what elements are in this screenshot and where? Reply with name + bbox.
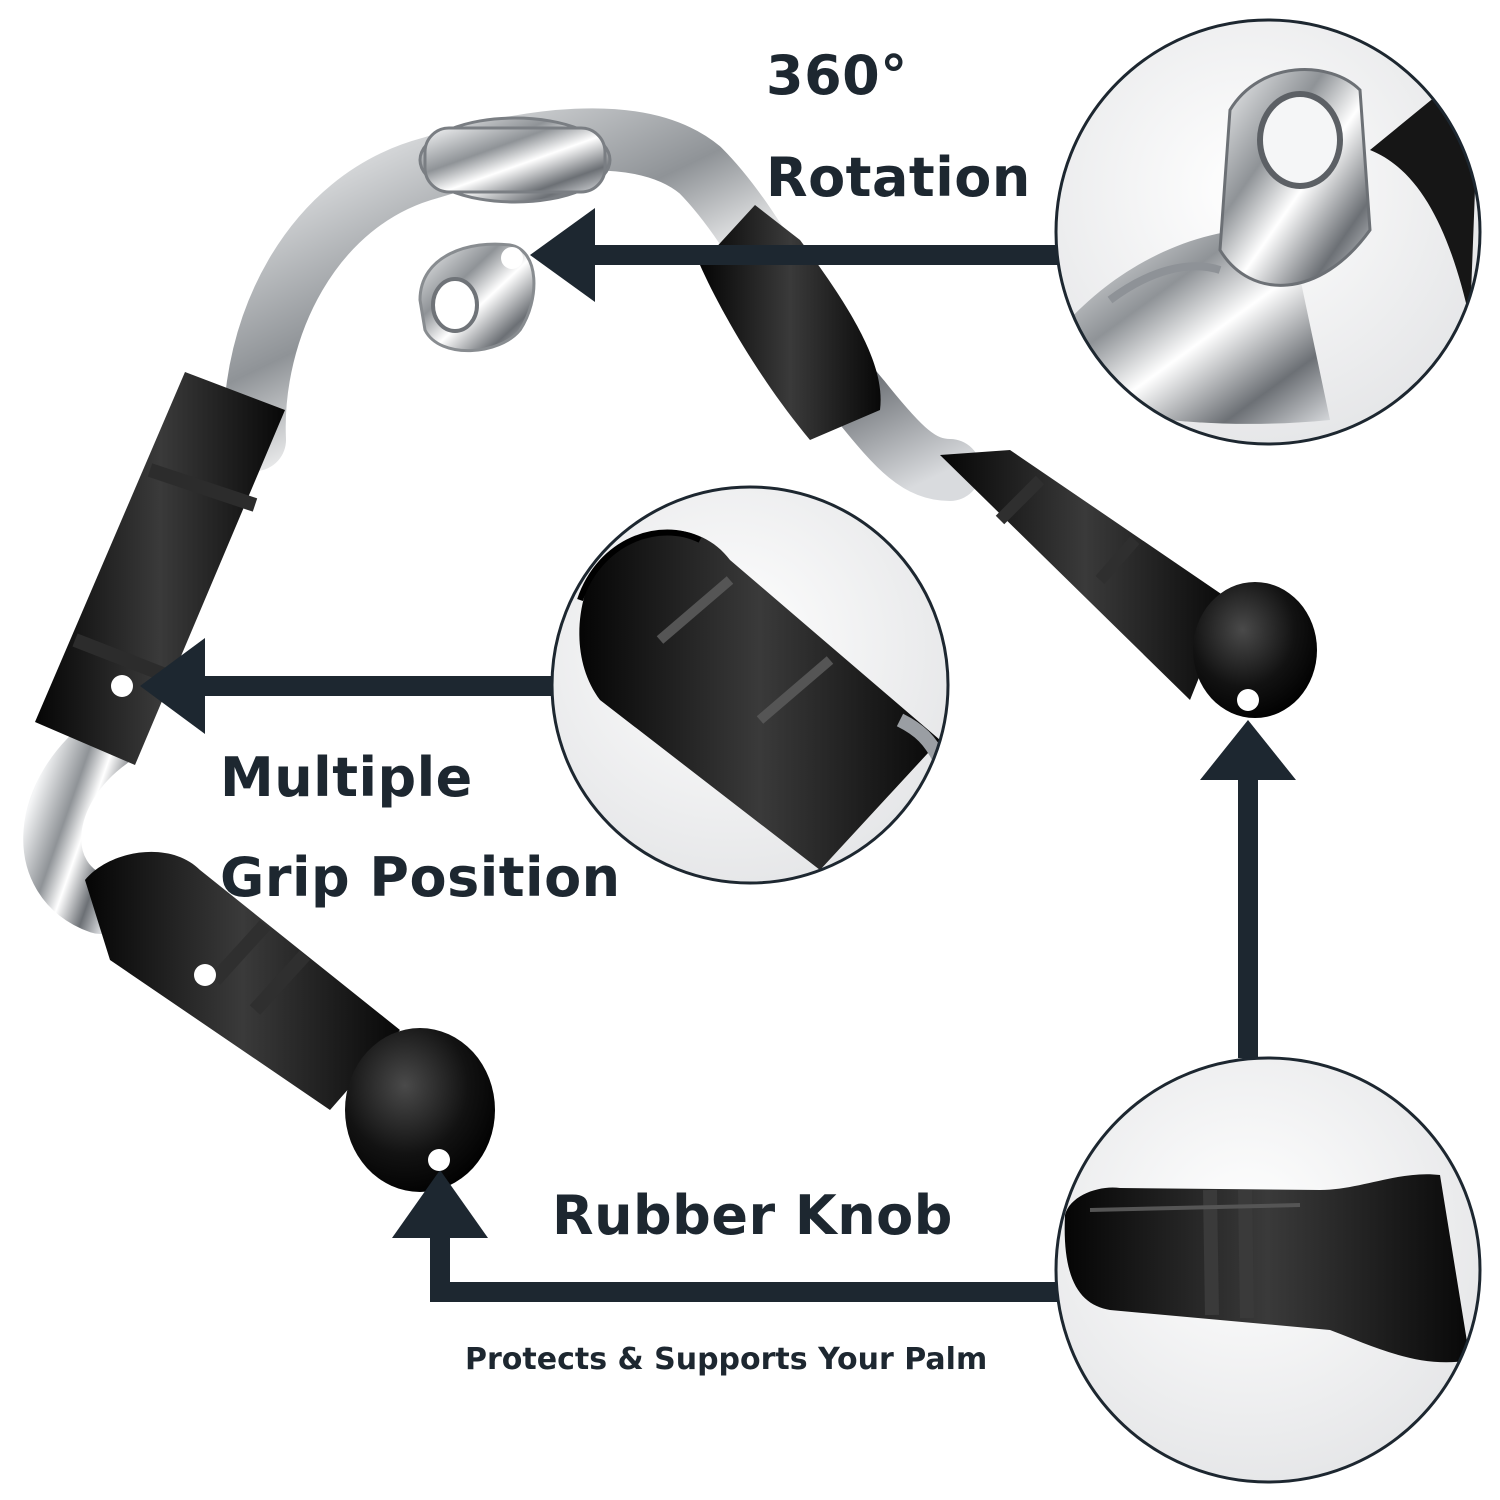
callout-connectors: [140, 208, 1296, 1302]
arrow-head: [392, 1170, 488, 1238]
detail-circle-grip: [550, 485, 950, 885]
white-dot-marker: [428, 1149, 450, 1171]
white-dot-marker: [1237, 689, 1259, 711]
knob-title: Rubber Knob: [552, 1184, 953, 1247]
white-dot-marker: [194, 964, 216, 986]
arrow-head: [1200, 720, 1296, 780]
detail-circle-knob: [1054, 1056, 1482, 1484]
right-handle: [940, 450, 1317, 718]
left-handle: [85, 851, 495, 1192]
arrow-head: [140, 638, 205, 734]
upper-right-grip: [700, 205, 881, 440]
arrow-head: [530, 208, 595, 302]
white-dot-marker: [501, 247, 523, 269]
grip-title-line1: Multiple: [220, 746, 473, 809]
knob-subtitle: Protects & Supports Your Palm: [465, 1342, 988, 1377]
white-dot-marker: [111, 675, 133, 697]
detail-circle-rotation: [1054, 18, 1482, 446]
grip-title-line2: Grip Position: [220, 846, 621, 909]
rotation-title-line2: Rotation: [766, 146, 1031, 209]
upper-left-grip: [35, 372, 285, 765]
rotation-title-line1: 360°: [766, 44, 908, 107]
white-dot-markers: [111, 247, 1259, 1171]
